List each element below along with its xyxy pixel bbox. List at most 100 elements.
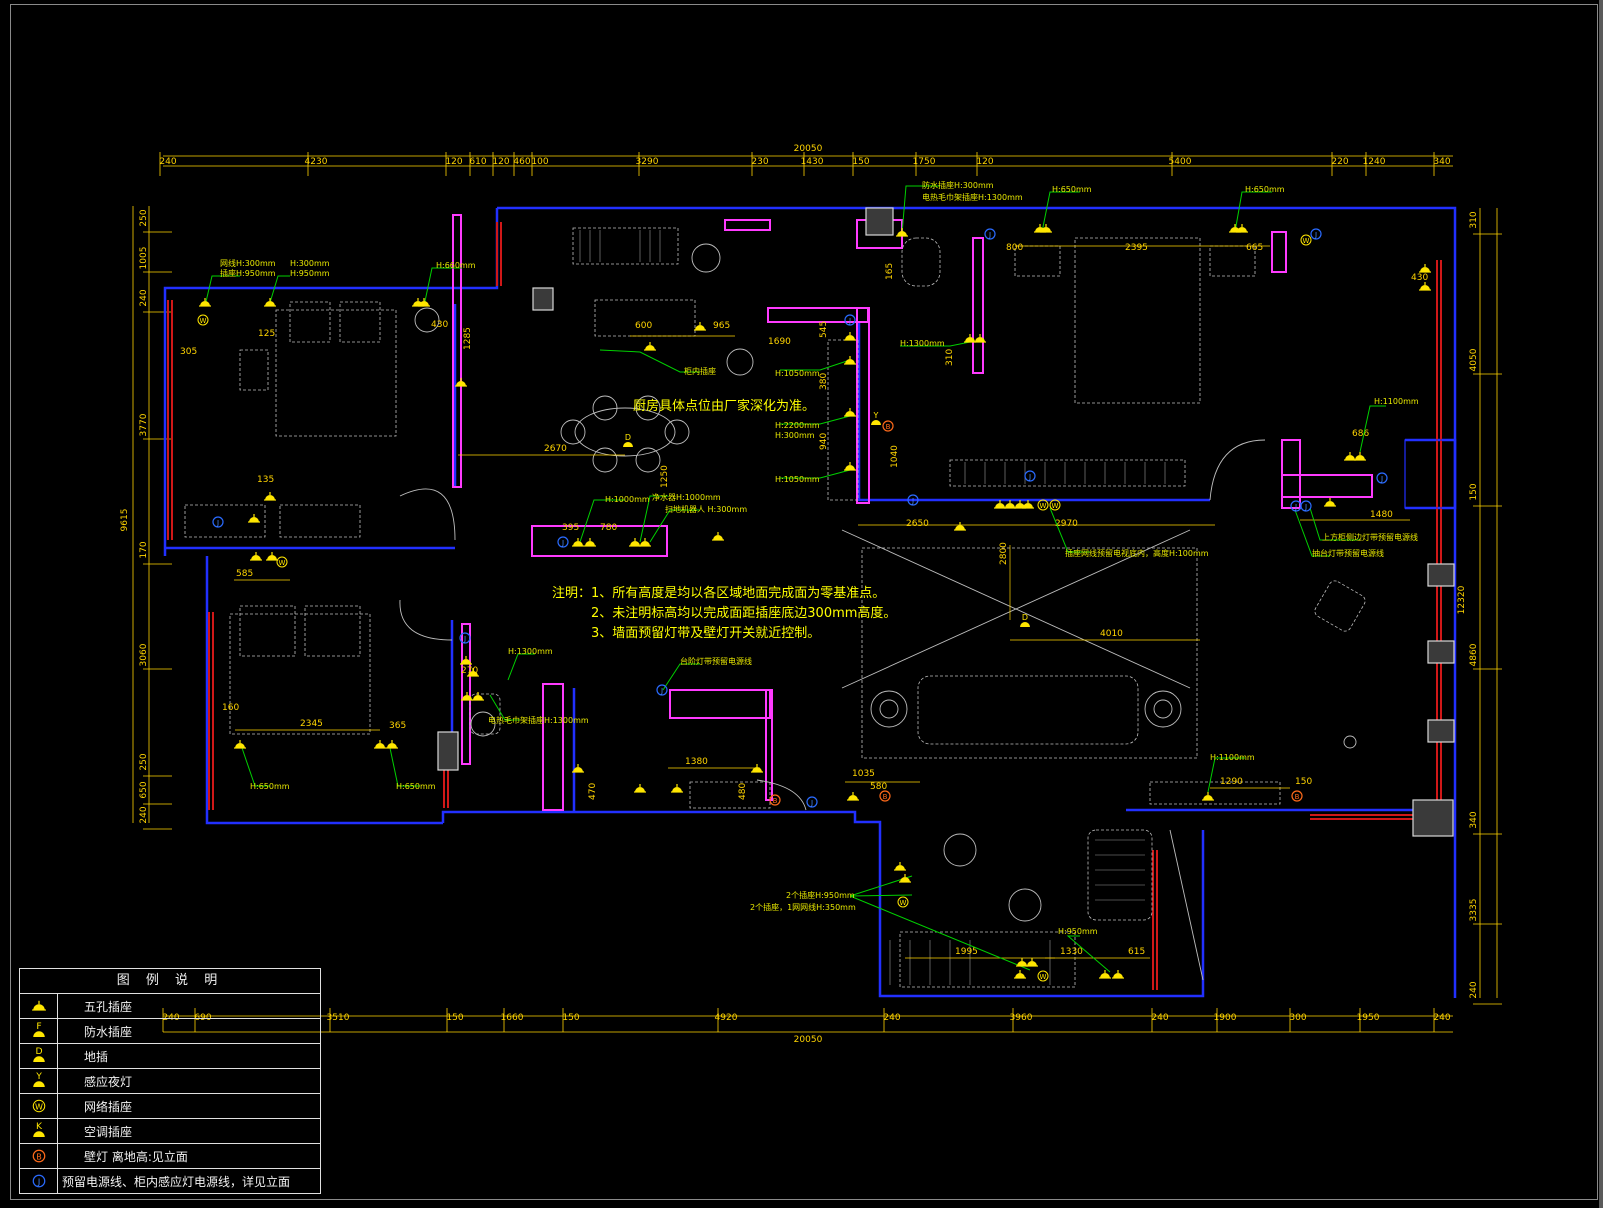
socket-symbol-socket-10 <box>266 552 278 561</box>
socket-symbol-socket-62 <box>472 692 484 701</box>
svg-text:J: J <box>988 231 991 239</box>
socket-symbol-socket-46 <box>1004 500 1016 509</box>
dim-1690: 1690 <box>768 337 791 347</box>
label-top-strip: 上方柜侧边灯带预留电源线 <box>1322 532 1418 542</box>
socket-symbol-socket-81 <box>1099 970 1111 979</box>
socket-symbol-socket-33 <box>974 334 986 343</box>
dim-1250: 1250 <box>660 465 670 488</box>
dim-right-6: 240 <box>1469 981 1479 998</box>
socket-symbol-socket-29 <box>844 462 856 471</box>
svg-text:J: J <box>561 539 564 547</box>
svg-text:B: B <box>883 793 888 801</box>
dim-right-0: 310 <box>1469 211 1479 228</box>
svg-text:B: B <box>1295 793 1300 801</box>
dim-780: 780 <box>600 523 617 533</box>
total-height-right: 12320 <box>1457 585 1467 614</box>
socket-symbol-j-7: J <box>212 516 224 528</box>
svg-text:J: J <box>660 687 663 695</box>
dim-left-0: 250 <box>139 209 149 226</box>
dim-bottom-6: 4920 <box>715 1013 738 1023</box>
dim-1380: 1380 <box>685 757 708 767</box>
socket-symbol-j-37: J <box>557 536 569 548</box>
dim-bottom-5: 150 <box>562 1013 579 1023</box>
network-socket-icon: W <box>20 1094 58 1118</box>
svg-text:J: J <box>911 497 914 505</box>
socket-symbol-j-16: J <box>984 228 996 240</box>
socket-symbol-socket-9 <box>250 552 262 561</box>
dim-top-10: 150 <box>852 157 869 167</box>
socket-symbol-socket-24 <box>1419 282 1431 291</box>
dim-bottom-10: 1900 <box>1214 1013 1237 1023</box>
svg-text:W: W <box>900 899 907 907</box>
dim-top-11: 1750 <box>913 157 936 167</box>
dim-top-12: 120 <box>976 157 993 167</box>
dim-right-4: 340 <box>1469 811 1479 828</box>
ac-socket-icon: K <box>20 1119 58 1143</box>
svg-text:Y: Y <box>873 411 879 420</box>
dim-left-6: 250 <box>139 753 149 770</box>
total-width-top: 20050 <box>794 144 823 154</box>
dim-585: 585 <box>236 569 253 579</box>
night-light-icon: Y <box>20 1069 58 1093</box>
socket-symbol-lamp-30: B <box>882 420 894 432</box>
label-h1100: H:1100mm <box>1374 397 1419 406</box>
dim-left-1: 1005 <box>139 247 149 270</box>
dim-4010: 4010 <box>1100 629 1123 639</box>
dim-1995: 1995 <box>955 947 978 957</box>
socket-symbol-net-50: W <box>1049 499 1061 511</box>
socket-symbol-socket-53 <box>1344 452 1356 461</box>
dim-2670: 2670 <box>544 444 567 454</box>
socket-symbol-socket-42 <box>712 532 724 541</box>
dim-bottom-12: 1950 <box>1357 1013 1380 1023</box>
dim-top-2: 120 <box>445 157 462 167</box>
socket-symbol-j-56: J <box>1300 500 1312 512</box>
socket-symbol-socket-26 <box>844 332 856 341</box>
furniture <box>184 227 1366 988</box>
socket-symbol-socket-72 <box>1202 792 1214 801</box>
dim-left-8: 240 <box>139 806 149 823</box>
legend-label: 预留电源线、柜内感应灯电源线，详见立面 <box>62 1174 291 1189</box>
label-h1000: H:1000mm <box>605 495 650 504</box>
dim-left-7: 650 <box>139 781 149 798</box>
socket-symbol-socket-65 <box>634 784 646 793</box>
label-desk-lamp: 台阶灯带预留电源线 <box>680 656 752 666</box>
inner-dimension-lines <box>234 245 1410 959</box>
socket-symbol-j-44: J <box>907 494 919 506</box>
dim-bottom-8: 3960 <box>1010 1013 1033 1023</box>
label-h660: H:660mm <box>436 261 476 270</box>
socket-symbol-socket-70 <box>847 792 859 801</box>
label-h1100-b: H:1100mm <box>1210 753 1255 762</box>
scrollbar[interactable] <box>1599 0 1603 1208</box>
dim-615: 615 <box>1128 947 1145 957</box>
socket-symbol-j-43: J <box>1024 470 1036 482</box>
svg-text:W: W <box>1303 237 1310 245</box>
socket-symbol-j-58: J <box>459 632 471 644</box>
socket-symbol-socket-82 <box>1112 970 1124 979</box>
dim-2800: 2800 <box>999 542 1009 565</box>
legend-label: 壁灯 离地高:见立面 <box>84 1149 188 1164</box>
dim-right-1: 4050 <box>1469 348 1479 371</box>
dim-top-15: 1240 <box>1363 157 1386 167</box>
label-h650-top-b: H:650mm <box>1245 185 1285 194</box>
kitchen-note: 厨房具体点位由厂家深化为准。 <box>633 398 815 414</box>
waterproof-socket-icon: F <box>20 1019 58 1043</box>
socket-symbol-net-76: W <box>897 896 909 908</box>
socket-symbol-socket-57 <box>1324 498 1336 507</box>
socket-symbol-socket-67 <box>751 764 763 773</box>
svg-text:W: W <box>1040 973 1047 981</box>
socket-symbol-net-1: W <box>197 314 209 326</box>
dimension-lines <box>132 155 1498 1033</box>
socket-symbol-socket-35 <box>644 342 656 351</box>
socket-symbol-socket-6 <box>264 492 276 501</box>
socket-symbol-socket-5 <box>455 378 467 387</box>
dim-bottom-3: 150 <box>446 1013 463 1023</box>
svg-text:J: J <box>1294 503 1297 511</box>
svg-text:Y: Y <box>35 1071 42 1082</box>
socket-symbol-socket-61 <box>461 692 473 701</box>
